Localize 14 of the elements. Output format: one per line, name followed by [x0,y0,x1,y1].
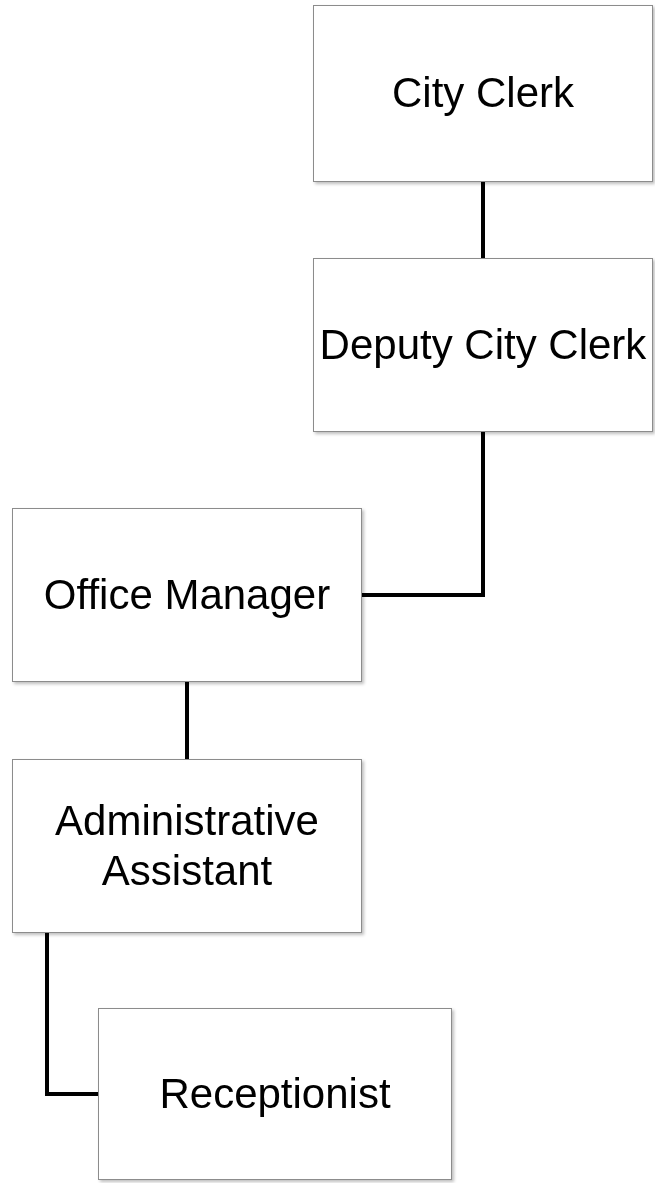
connector-line [45,933,98,1096]
position-title: Receptionist [159,1068,391,1119]
connector-line [362,432,485,597]
position-box [313,5,653,182]
position-title: Deputy City Clerk [319,319,647,370]
position-title: Administrative Assistant [54,795,320,896]
connector-line [185,682,189,759]
position-box [313,258,653,432]
position-box [12,759,362,933]
connector-line [481,182,485,258]
position-title: City Clerk [392,68,574,119]
position-title: Office Manager [43,569,331,620]
position-box [98,1008,452,1180]
position-box [12,508,362,682]
